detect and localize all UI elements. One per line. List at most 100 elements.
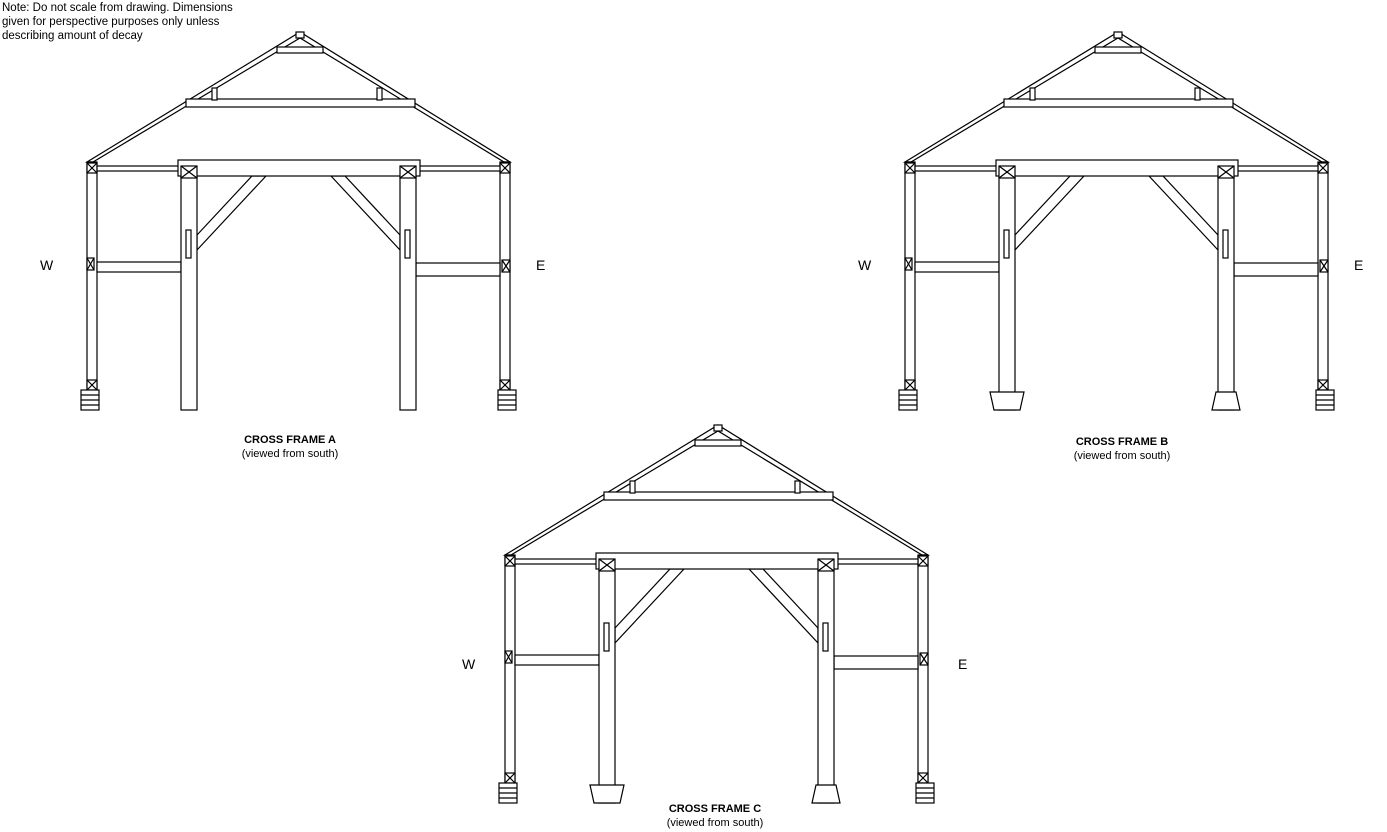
ridge [1113,31,1123,39]
strut [794,480,801,494]
frame-c-west: W [462,656,476,672]
frame-a-label: CROSS FRAME A (viewed from south) [190,433,390,461]
joint-cross [904,257,913,271]
frame-b-title: CROSS FRAME B [1075,436,1169,448]
brace [1014,175,1086,252]
collar-beam [185,98,416,108]
joint-cross [917,555,929,567]
mid-rail [514,654,600,666]
joint-cross [499,162,511,174]
mid-rail [914,261,1000,273]
upper-collar [276,46,324,54]
peg [185,229,192,259]
joint-cross [86,162,98,174]
collar-beam [603,491,834,501]
joint-cross [1319,259,1329,273]
joint-cross [399,165,417,179]
west-outer-post [504,554,516,784]
east-inner-post [399,167,417,411]
brace [747,568,819,645]
wall-plate [415,165,501,172]
pad-stone [1211,391,1241,411]
peg [404,229,411,259]
brace [196,175,268,252]
joint-cross [504,772,516,784]
wall-plate [96,165,182,172]
cross-frame-b [898,31,1335,411]
joint-cross [180,165,198,179]
strut [376,87,383,101]
joint-cross [504,555,516,567]
mid-rail [415,262,501,277]
joint-cross [917,772,929,784]
frame-b-west: W [858,257,872,273]
frame-b-east: E [1354,257,1364,273]
mid-rail [96,261,182,273]
frame-b-subtitle: (viewed from south) [1073,450,1171,462]
tie-beam [595,552,839,570]
joint-cross [86,379,98,391]
joint-cross [86,257,95,271]
west-inner-post [598,560,616,804]
wall-plate [1233,165,1319,172]
frame-a-subtitle: (viewed from south) [241,448,339,460]
mid-rail [1233,262,1319,277]
cross-frame-c [498,424,935,804]
joint-cross [499,379,511,391]
peg [822,622,829,652]
cross-frame-a [80,31,517,411]
upper-collar [694,439,742,447]
frame-c-east: E [958,656,968,672]
west-outer-post [904,161,916,391]
joint-cross [919,652,929,666]
joint-cross [904,379,916,391]
frame-c-label: CROSS FRAME C (viewed from south) [615,802,815,830]
drawing-note: Note: Do not scale from drawing. Dimensi… [2,2,233,42]
frame-c-subtitle: (viewed from south) [666,817,764,829]
upper-collar [1094,46,1142,54]
joint-cross [501,259,511,273]
east-inner-post [1217,167,1235,411]
joint-cross [1217,165,1235,179]
pad-stone [811,784,841,804]
wall-plate [833,558,919,565]
frame-b-label: CROSS FRAME B (viewed from south) [1022,435,1222,463]
east-inner-post [817,560,835,804]
collar-beam [1003,98,1234,108]
brace [1147,175,1219,252]
east-outer-post [499,161,511,391]
frame-a-west: W [40,257,54,273]
ridge [713,424,723,432]
brace [329,175,401,252]
west-outer-post [86,161,98,391]
ridge [295,31,305,39]
joint-cross [1317,162,1329,174]
pad-stone [989,391,1025,411]
joint-cross [598,558,616,572]
joint-cross [998,165,1016,179]
joint-cross [504,650,513,664]
west-inner-post [998,167,1016,411]
frame-a-title: CROSS FRAME A [244,434,336,446]
peg [1003,229,1010,259]
tie-beam [995,159,1239,177]
wall-plate [914,165,1000,172]
wall-plate [514,558,600,565]
frame-a-east: E [536,257,546,273]
joint-cross [817,558,835,572]
strut [1029,87,1036,101]
frame-c-title: CROSS FRAME C [668,803,762,815]
joint-cross [1317,379,1329,391]
tie-beam [177,159,421,177]
brace [614,568,686,645]
strut [211,87,218,101]
strut [629,480,636,494]
east-outer-post [1317,161,1329,391]
strut [1194,87,1201,101]
east-outer-post [917,554,929,784]
mid-rail [833,655,919,670]
pad-stone [589,784,625,804]
peg [1222,229,1229,259]
peg [603,622,610,652]
